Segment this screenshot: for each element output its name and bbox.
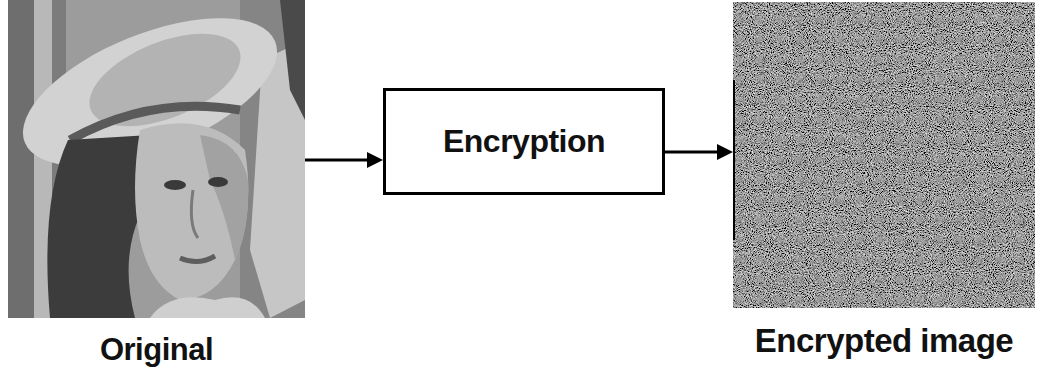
arrow-line xyxy=(665,151,717,154)
process-box: Encryption xyxy=(383,88,665,195)
encrypted-image: Encrypted image xyxy=(733,2,1035,308)
original-photo xyxy=(8,0,305,318)
flow-arrow xyxy=(305,152,383,168)
arrow-head xyxy=(717,144,733,160)
image-caption: Encrypted image xyxy=(755,322,1013,360)
arrow-head xyxy=(367,152,383,168)
arrow-line xyxy=(305,159,367,162)
encrypted-noise-image xyxy=(733,2,1035,308)
flow-arrow xyxy=(665,144,733,160)
image-caption: Original xyxy=(100,332,213,368)
original-image: Original xyxy=(8,0,305,318)
box-label: Encryption xyxy=(443,123,605,160)
